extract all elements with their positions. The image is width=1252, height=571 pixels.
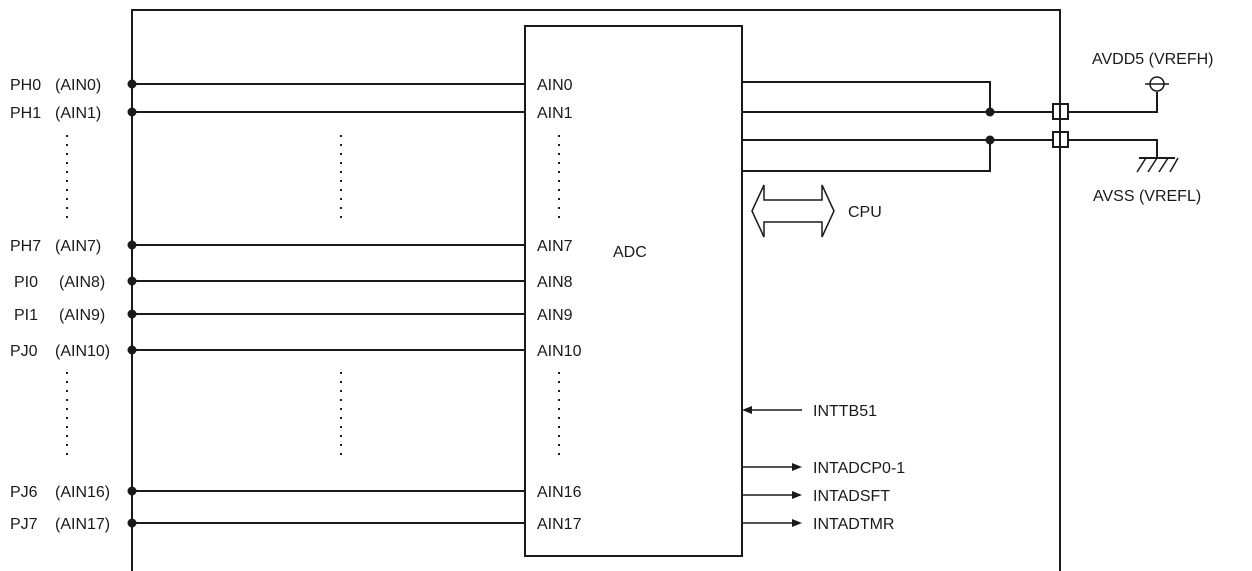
junction-dot bbox=[985, 135, 995, 145]
inttb51-signal: INTTB51 bbox=[742, 403, 877, 420]
ain-label: (AIN8) bbox=[59, 274, 105, 291]
pin-row-4: PI1 (AIN9) AIN9 bbox=[14, 307, 573, 324]
output-signal-1: INTADSFT bbox=[742, 488, 890, 505]
pin-row-3: PI0 (AIN8) AIN8 bbox=[14, 274, 573, 291]
chip-boundary bbox=[131, 9, 1061, 571]
adc-input-label: AIN0 bbox=[537, 77, 573, 94]
pin-row-5: PJ0 (AIN10) AIN10 bbox=[10, 343, 582, 360]
adc-input-label: AIN1 bbox=[537, 105, 573, 122]
port-label: PI0 bbox=[14, 274, 38, 291]
cpu-label: CPU bbox=[848, 204, 882, 221]
pin-dot bbox=[127, 107, 137, 117]
avdd-wiring: AVDD5 (VREFH) bbox=[742, 51, 1214, 120]
pin-row-6: PJ6 (AIN16) AIN16 bbox=[10, 484, 582, 501]
port-label: PJ0 bbox=[10, 343, 38, 360]
pin-dot bbox=[127, 309, 137, 319]
output-signal-label: INTADSFT bbox=[813, 488, 890, 505]
port-label: PJ7 bbox=[10, 516, 38, 533]
pin-dot bbox=[127, 276, 137, 286]
port-label: PH7 bbox=[10, 238, 41, 255]
port-label: PJ6 bbox=[10, 484, 38, 501]
output-signal-0: INTADCP0-1 bbox=[742, 460, 905, 477]
output-signal-label: INTADCP0-1 bbox=[813, 460, 905, 477]
adc-label: ADC bbox=[613, 244, 647, 261]
ellipsis-dots bbox=[66, 135, 560, 462]
adc-input-label: AIN8 bbox=[537, 274, 573, 291]
ain-label: (AIN9) bbox=[59, 307, 105, 324]
ground-icon bbox=[1136, 157, 1179, 173]
adc-input-label: AIN10 bbox=[537, 343, 582, 360]
pin-dot bbox=[127, 345, 137, 355]
ain-label: (AIN10) bbox=[55, 343, 110, 360]
adc-input-label: AIN17 bbox=[537, 516, 582, 533]
ain-label: (AIN0) bbox=[55, 77, 101, 94]
adc-input-label: AIN7 bbox=[537, 238, 573, 255]
pin-dot bbox=[127, 79, 137, 89]
output-signal-label: INTADTMR bbox=[813, 516, 894, 533]
pin-row-1: PH1 (AIN1) AIN1 bbox=[10, 105, 573, 122]
adc-block bbox=[524, 25, 743, 557]
cpu-bus-arrow: CPU bbox=[751, 184, 882, 238]
port-label: PH1 bbox=[10, 105, 41, 122]
ain-label: (AIN1) bbox=[55, 105, 101, 122]
input-signal-label: INTTB51 bbox=[813, 403, 877, 420]
adc-input-label: AIN16 bbox=[537, 484, 582, 501]
avss-label: AVSS (VREFL) bbox=[1093, 188, 1201, 205]
pin-row-0: PH0 (AIN0) AIN0 bbox=[10, 77, 573, 94]
ain-label: (AIN16) bbox=[55, 484, 110, 501]
pin-dot bbox=[127, 486, 137, 496]
junction-dot bbox=[985, 107, 995, 117]
port-label: PI1 bbox=[14, 307, 38, 324]
adc-input-label: AIN9 bbox=[537, 307, 573, 324]
pin-dot bbox=[127, 518, 137, 528]
pin-row-2: PH7 (AIN7) AIN7 bbox=[10, 238, 573, 255]
pin-dot bbox=[127, 240, 137, 250]
output-signal-2: INTADTMR bbox=[742, 516, 894, 533]
port-label: PH0 bbox=[10, 77, 41, 94]
pin-row-7: PJ7 (AIN17) AIN17 bbox=[10, 516, 582, 533]
avss-wiring: AVSS (VREFL) bbox=[742, 131, 1201, 205]
avdd-label: AVDD5 (VREFH) bbox=[1092, 51, 1214, 68]
ain-label: (AIN7) bbox=[55, 238, 101, 255]
ain-label: (AIN17) bbox=[55, 516, 110, 533]
